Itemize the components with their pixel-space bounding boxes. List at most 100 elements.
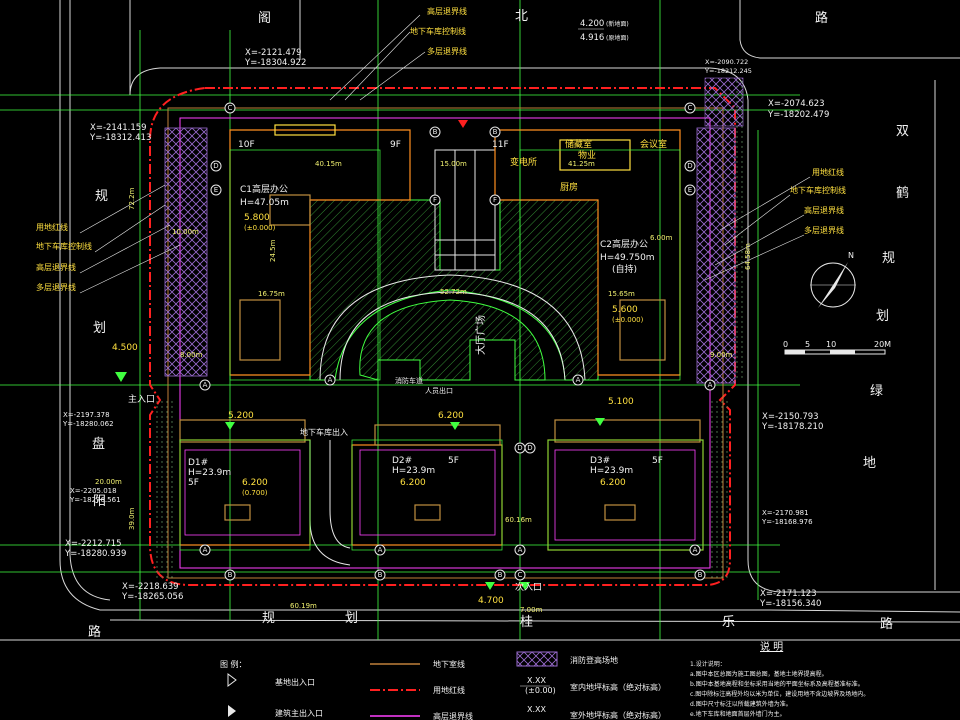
d2-name: D2#	[392, 456, 412, 466]
garage-ramp	[434, 149, 496, 271]
c2-floors: 11F	[492, 140, 509, 150]
legend-site-entrance: 基地出入口	[275, 677, 315, 687]
road-north-2: 北	[515, 9, 528, 24]
c1-floors2: 9F	[390, 140, 401, 150]
svg-text:B: B	[378, 571, 383, 579]
people-entrance-label: 人员出口	[425, 386, 453, 395]
svg-text:B: B	[493, 128, 498, 136]
road-south-3: 划	[345, 611, 358, 626]
coord-3-x: X=-2090.722	[705, 58, 748, 66]
c1-elev2: (±0.000)	[244, 224, 276, 232]
svg-text:A: A	[708, 381, 713, 389]
road-north-1: 阁	[258, 11, 271, 26]
coord-1-x: X=-2141.159	[90, 123, 147, 133]
coord-10-y: Y=-18156.340	[759, 599, 821, 609]
scale-0: 0	[783, 340, 788, 349]
explain-4: d.图中尺寸标注以所载建筑外墙为准。	[690, 700, 792, 708]
coord-7-x: X=-2218.639	[122, 582, 179, 592]
road-west-2: 划	[93, 321, 106, 336]
planting-border	[155, 80, 743, 578]
road-east-6: 地	[863, 456, 876, 471]
axis-markers: C C B B F F D E D E A A A A D D A A A A …	[199, 102, 716, 581]
svg-text:D: D	[213, 162, 218, 170]
road-south-6: 路	[880, 616, 893, 632]
right-note-2: 地下车库控制线	[790, 185, 846, 195]
legend-elev-2: X.XX	[527, 705, 547, 714]
north-arrow: N	[810, 251, 856, 308]
legend-title: 图 例：	[220, 659, 247, 669]
legend-red-line: 用地红线	[433, 685, 465, 695]
legend-indoor-elev: 室内地坪标高（绝对标高）	[570, 682, 666, 692]
svg-text:D: D	[527, 444, 532, 452]
left-note-1: 用地红线	[36, 222, 68, 232]
svg-text:D: D	[517, 444, 522, 452]
explain-2: b.图中本基地高程和坐标采用当地的平面坐标系及高程基准标准。	[690, 680, 864, 688]
right-notes: 用地红线 地下车库控制线 高层退界线 多层退界线	[704, 167, 846, 281]
svg-text:A: A	[328, 376, 333, 384]
road-east-5: 绿	[870, 384, 883, 399]
road-west-1: 规	[95, 189, 108, 204]
entrance-markers	[115, 120, 605, 590]
d1-elev: 6.200	[242, 478, 268, 488]
coord-2-x: X=-2074.623	[768, 99, 825, 109]
coord-5-y: Y=-18276.561	[69, 496, 121, 504]
d3-floors: 5F	[652, 456, 663, 466]
c1-elev: 5.800	[244, 213, 270, 223]
road-labels: 阁 北 路 路 规 划 桂 乐 路 规 划 盘 阳 双 鹤 规 划 绿 地	[88, 9, 909, 640]
explain-5: e.地下车库和地面首层外墙门为主。	[690, 710, 786, 718]
hall-label: 大厅广场	[474, 315, 487, 355]
dim-9: 6.00m	[650, 234, 673, 242]
elev-top-a-suffix: (新地面)	[606, 20, 629, 28]
c1-height: H=47.05m	[240, 198, 289, 208]
legend-fire-zone: 消防登高场地	[570, 655, 618, 665]
left-note-2: 地下车库控制线	[36, 241, 92, 251]
d1-height: H=23.9m	[188, 468, 231, 478]
coord-9-y: Y=-18168.976	[761, 518, 813, 526]
svg-text:F: F	[493, 196, 497, 204]
svg-text:B: B	[433, 128, 438, 136]
coord-0-y: Y=-18304.922	[244, 58, 306, 68]
dimension-labels: 15.00m 41.25m 40.15m 52.72m 60.16m 7.00m…	[95, 160, 752, 614]
svg-text:B: B	[228, 571, 233, 579]
dim-13: 15.65m	[608, 290, 635, 298]
legend-elev-1: X.XX	[527, 676, 547, 685]
left-notes: 用地红线 地下车库控制线 高层退界线 多层退界线	[36, 184, 181, 294]
road-south-1: 路	[88, 624, 101, 640]
courtyard-inner	[359, 299, 546, 381]
road-south-4: 桂	[520, 615, 533, 630]
right-note-4: 多层退界线	[804, 225, 844, 235]
elev-5100: 5.100	[608, 397, 634, 407]
d3-height: H=23.9m	[590, 466, 633, 476]
scale-20: 20M	[874, 340, 891, 349]
svg-text:A: A	[518, 546, 523, 554]
dim-5: 7.00m	[520, 606, 543, 614]
road-west-3: 盘	[92, 436, 105, 452]
explain-1: a.图中本区总图为施工图总图，基地土地界提高程。	[690, 670, 828, 678]
road-east-4: 划	[876, 309, 889, 324]
svg-text:E: E	[688, 186, 692, 194]
coordinates: X=-2121.479 Y=-18304.922 X=-2141.159 Y=-…	[62, 48, 829, 609]
c2-comm: 物业	[578, 149, 596, 161]
svg-text:A: A	[576, 376, 581, 384]
explain-0: 1.设计说明：	[690, 660, 726, 668]
d1-elev2: (0.700)	[242, 489, 268, 497]
dim-12: 16.75m	[258, 290, 285, 298]
dim-11: 60.19m	[290, 602, 317, 610]
elevation-top: 4.200 (新地面) 4.916 (原地面)	[578, 19, 629, 43]
dim-8: 9.00m	[710, 351, 733, 359]
building-labels: 10F 9F C1高层办公 H=47.05m 5.800 (±0.000) 11…	[188, 138, 667, 497]
courtyard-drive	[319, 274, 586, 381]
svg-text:E: E	[214, 186, 218, 194]
site-labels: 主入口 次入口 地下车库出入 人员出口 消防车道 4.500 4.700 5.2…	[112, 343, 634, 606]
dim-15: 64.58m	[744, 243, 752, 270]
right-note-3: 高层退界线	[804, 205, 844, 215]
dim-17: 39.0m	[128, 507, 136, 530]
d2-height: H=23.9m	[392, 466, 435, 476]
legend: 图 例： 基地出入口 建筑主出入口 地下室线 用地红线 高层退界线 消防登高场地…	[220, 640, 869, 720]
coord-6-x: X=-2212.715	[65, 539, 122, 549]
top-note-3: 多层退界线	[427, 46, 467, 56]
legend-basement: 地下室线	[433, 659, 465, 669]
c2-kitchen: 厨房	[560, 181, 578, 193]
top-notes: 高层退界线 地下车库控制线 多层退界线	[329, 6, 467, 101]
coord-9-x: X=-2170.981	[762, 509, 809, 517]
